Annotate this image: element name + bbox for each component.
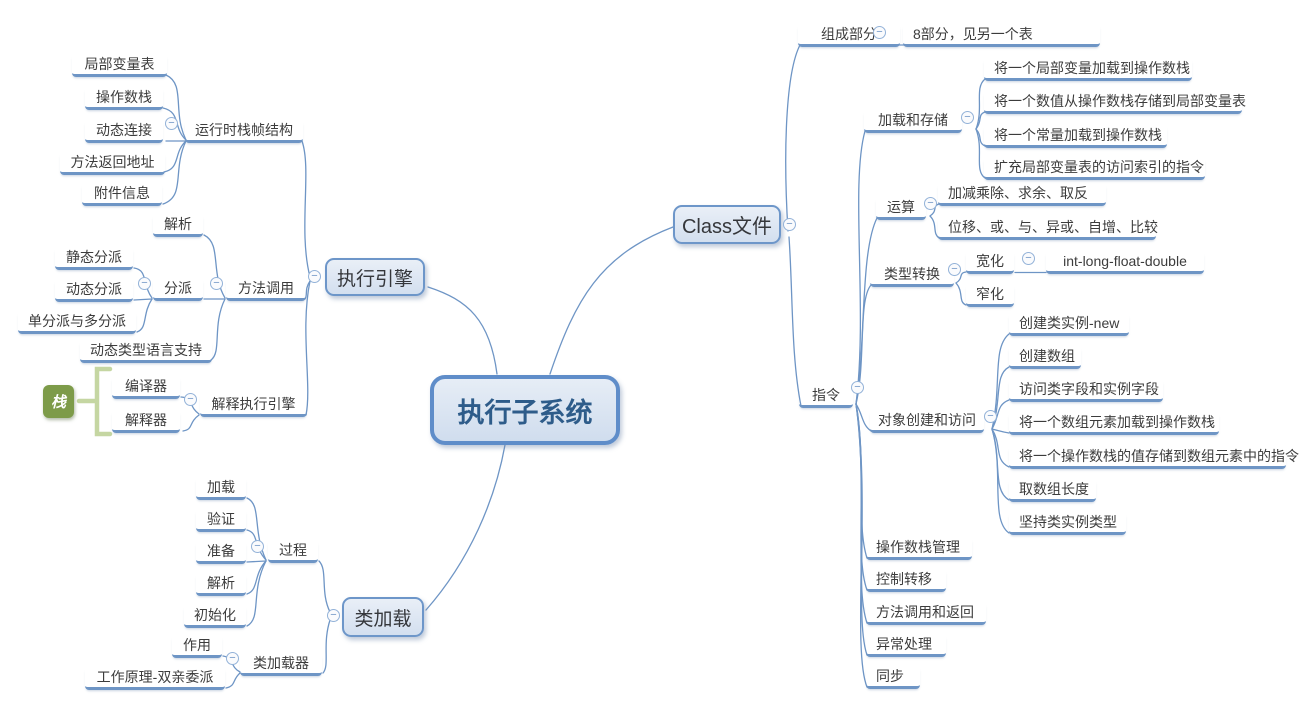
topic-item[interactable]: 方法返回地址 xyxy=(60,154,165,175)
topic-operations[interactable]: 运算 xyxy=(876,199,926,220)
topic-item[interactable]: 访问类字段和实例字段 xyxy=(1009,381,1163,402)
topic-item[interactable]: 将一个常量加载到操作数栈 xyxy=(984,127,1167,148)
collapse-icon[interactable]: − xyxy=(783,218,796,231)
callout-stack-label: 栈 xyxy=(50,395,66,411)
topic-compiler[interactable]: 编译器 xyxy=(112,378,180,399)
topic-item[interactable]: 将一个数组元素加载到操作数栈 xyxy=(1009,414,1219,435)
topic-item[interactable]: 局部变量表 xyxy=(72,56,167,77)
topic-synchronization[interactable]: 同步 xyxy=(866,668,920,689)
topic-item[interactable]: 将一个局部变量加载到操作数栈 xyxy=(984,60,1192,81)
topic-class-file-label: Class文件 xyxy=(681,216,772,238)
topic-item[interactable]: 创建数组 xyxy=(1009,348,1081,369)
collapse-icon[interactable]: − xyxy=(184,393,197,406)
topic-item[interactable]: 操作数栈 xyxy=(85,89,163,110)
collapse-icon[interactable]: − xyxy=(308,270,321,283)
topic-dispatch[interactable]: 分派 xyxy=(153,280,203,301)
collapse-icon[interactable]: − xyxy=(961,111,974,124)
topic-widen[interactable]: 宽化 xyxy=(966,253,1014,274)
topic-execution-engine[interactable]: 执行引擎 xyxy=(325,258,425,296)
topic-composition[interactable]: 组成部分 xyxy=(798,26,900,47)
topic-control-transfer[interactable]: 控制转移 xyxy=(866,571,946,592)
central-topic-label: 执行子系统 xyxy=(457,397,593,428)
topic-item[interactable]: 初始化 xyxy=(184,607,246,628)
topic-item[interactable]: 工作原理-双亲委派 xyxy=(85,669,225,690)
topic-class-loader[interactable]: 类加载器 xyxy=(240,655,322,676)
topic-item[interactable]: 解析 xyxy=(196,575,246,596)
topic-item[interactable]: 将一个操作数栈的值存储到数组元素中的指令 xyxy=(1009,448,1299,469)
topic-item[interactable]: 单分派与多分派 xyxy=(18,313,136,334)
topic-item[interactable]: 验证 xyxy=(196,511,246,532)
topic-execution-engine-label: 执行引擎 xyxy=(336,268,413,290)
collapse-icon[interactable]: − xyxy=(165,117,178,130)
collapse-icon[interactable]: − xyxy=(226,652,239,665)
topic-class-loading[interactable]: 类加载 xyxy=(342,597,424,637)
topic-instructions[interactable]: 指令 xyxy=(799,387,853,408)
topic-process[interactable]: 过程 xyxy=(268,542,318,563)
collapse-icon[interactable]: − xyxy=(948,263,961,276)
topic-item[interactable]: 附件信息 xyxy=(82,185,162,206)
topic-item[interactable]: 坚持类实例类型 xyxy=(1009,514,1126,535)
topic-interpret-engine[interactable]: 解释执行引擎 xyxy=(200,396,307,417)
collapse-icon[interactable]: − xyxy=(984,410,997,423)
topic-widen-note[interactable]: int-long-float-double xyxy=(1046,253,1204,274)
topic-item[interactable]: 准备 xyxy=(196,543,246,564)
topic-type-conversion[interactable]: 类型转换 xyxy=(870,266,954,287)
topic-object-access[interactable]: 对象创建和访问 xyxy=(870,412,984,433)
topic-operand-stack-mgmt[interactable]: 操作数栈管理 xyxy=(866,539,972,560)
topic-item[interactable]: 动态分派 xyxy=(55,281,133,302)
collapse-icon[interactable]: − xyxy=(924,197,937,210)
topic-item[interactable]: 加载 xyxy=(196,479,246,500)
topic-dynamic-lang-support[interactable]: 动态类型语言支持 xyxy=(80,342,212,363)
topic-item[interactable]: 位移、或、与、异或、自增、比较 xyxy=(938,219,1158,240)
topic-item[interactable]: 将一个数值从操作数栈存储到局部变量表 xyxy=(984,93,1246,114)
callout-stack[interactable]: 栈 xyxy=(43,385,74,418)
topic-item[interactable]: 扩充局部变量表的访问索引的指令 xyxy=(984,159,1205,180)
central-topic[interactable]: 执行子系统 xyxy=(430,375,620,445)
topic-item[interactable]: 作用 xyxy=(172,637,222,658)
topic-load-and-store[interactable]: 加载和存储 xyxy=(864,112,962,133)
topic-resolution[interactable]: 解析 xyxy=(153,216,203,237)
topic-exception-handling[interactable]: 异常处理 xyxy=(866,636,946,657)
collapse-icon[interactable]: − xyxy=(851,381,864,394)
collapse-icon[interactable]: − xyxy=(327,609,340,622)
topic-item[interactable]: 静态分派 xyxy=(55,249,133,270)
topic-item[interactable]: 创建类实例-new xyxy=(1009,315,1129,336)
collapse-icon[interactable]: − xyxy=(873,26,886,39)
topic-method-invoke-return[interactable]: 方法调用和返回 xyxy=(866,604,986,625)
topic-composition-note[interactable]: 8部分，见另一个表 xyxy=(903,26,1100,47)
topic-method-call[interactable]: 方法调用 xyxy=(226,280,306,301)
topic-item[interactable]: 加减乘除、求余、取反 xyxy=(938,185,1106,206)
collapse-icon[interactable]: − xyxy=(138,277,151,290)
topic-interpreter[interactable]: 解释器 xyxy=(112,412,180,433)
topic-item[interactable]: 取数组长度 xyxy=(1009,481,1096,502)
topic-narrow[interactable]: 窄化 xyxy=(966,286,1014,307)
topic-item[interactable]: 动态连接 xyxy=(85,122,163,143)
collapse-icon[interactable]: − xyxy=(210,277,223,290)
collapse-icon[interactable]: − xyxy=(1022,252,1035,265)
callout-bracket xyxy=(76,366,113,437)
topic-class-loading-label: 类加载 xyxy=(354,608,412,630)
collapse-icon[interactable]: − xyxy=(251,540,264,553)
topic-class-file[interactable]: Class文件 xyxy=(673,205,781,244)
topic-stack-frame[interactable]: 运行时栈帧结构 xyxy=(185,122,303,143)
